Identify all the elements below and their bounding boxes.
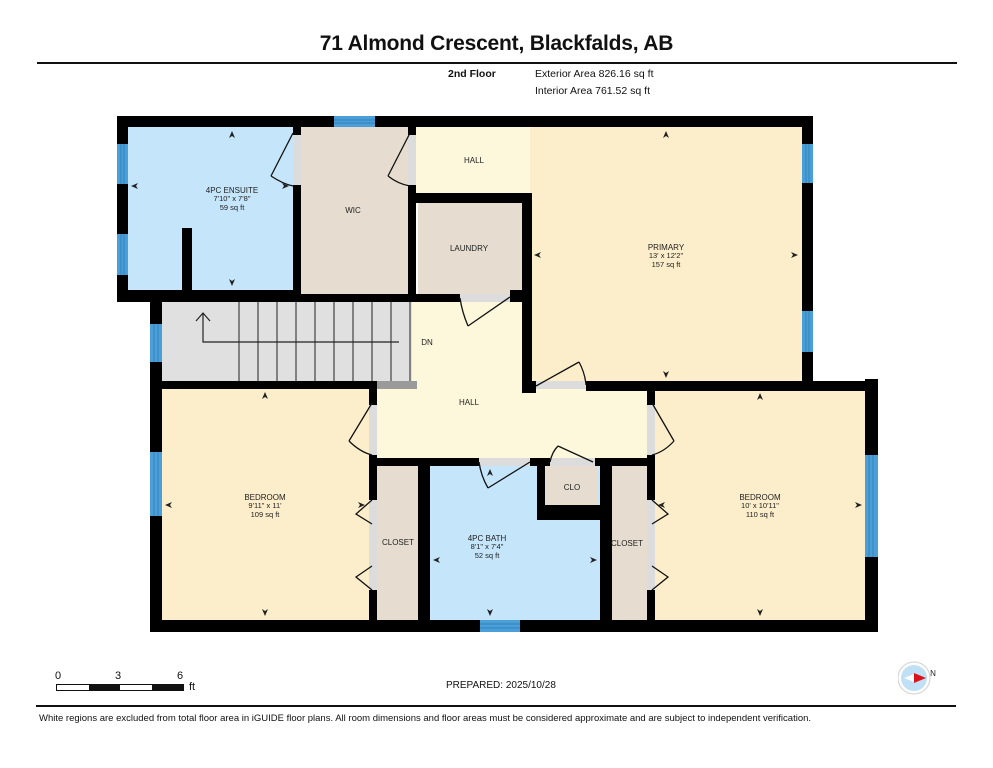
stair-landing-edge xyxy=(377,381,417,389)
scale-bar-graphic xyxy=(56,684,184,691)
primary-dims: 13' x 12'2" xyxy=(649,251,684,260)
scale-unit: ft xyxy=(189,681,196,693)
primary-area: 157 sq ft xyxy=(652,260,682,269)
footer-divider xyxy=(36,705,956,707)
window-primary-lower xyxy=(802,311,813,352)
interior-area: Interior Area 761.52 sq ft xyxy=(535,85,650,97)
bedroom-left-dims: 9'11" x 11' xyxy=(248,501,282,510)
window-bedroom-right xyxy=(865,455,878,557)
bedroom-right-area: 110 sq ft xyxy=(746,510,775,519)
floor-label: 2nd Floor xyxy=(448,68,496,80)
window-bedroom-left xyxy=(150,452,162,516)
bedroom-right-name: BEDROOM xyxy=(739,493,781,502)
stair-direction-arrow-icon xyxy=(195,312,399,343)
ensuite-name: 4PC ENSUITE xyxy=(206,186,258,195)
bath-name: 4PC BATH xyxy=(468,534,507,543)
room-bedroom-right[interactable] xyxy=(655,390,865,620)
scale-tick-3: 3 xyxy=(115,670,122,682)
header-divider xyxy=(37,62,957,64)
window-wic xyxy=(334,116,375,127)
hall-top-name: HALL xyxy=(464,156,485,165)
prepared-date: PREPARED: 2025/10/28 xyxy=(446,680,556,691)
scale-tick-0: 0 xyxy=(55,670,62,682)
room-hall-dn[interactable] xyxy=(412,300,522,390)
windows xyxy=(117,116,878,632)
primary-name: PRIMARY xyxy=(648,243,685,252)
room-clo[interactable] xyxy=(545,465,598,505)
room-closet-left[interactable] xyxy=(377,465,418,620)
room-bedroom-left[interactable] xyxy=(161,389,371,620)
bath-area: 52 sq ft xyxy=(475,551,501,560)
clo-name: CLO xyxy=(564,483,580,492)
room-primary[interactable] xyxy=(530,127,802,381)
ensuite-area: 59 sq ft xyxy=(220,203,246,212)
property-address-title: 71 Almond Crescent, Blackfalds, AB xyxy=(319,32,674,55)
window-primary-upper xyxy=(802,144,813,183)
bedroom-right-dims: 10' x 10'11" xyxy=(741,501,779,510)
room-hall-mid[interactable] xyxy=(374,388,650,458)
window-ensuite-lower xyxy=(117,234,128,275)
window-bath xyxy=(480,620,520,632)
closet-left-name: CLOSET xyxy=(382,538,414,547)
compass-icon: N xyxy=(897,661,936,695)
stairs-dn-label: DN xyxy=(421,338,433,347)
hall-mid-name: HALL xyxy=(459,398,480,407)
window-mullions xyxy=(120,119,874,629)
bedroom-left-area: 109 sq ft xyxy=(251,510,281,519)
exterior-area: Exterior Area 826.16 sq ft xyxy=(535,68,654,80)
room-laundry[interactable] xyxy=(418,203,522,294)
closet-right-name: CLOSET xyxy=(611,539,643,548)
ensuite-dims: 7'10" x 7'8" xyxy=(214,194,251,203)
compass-north-label: N xyxy=(930,669,936,678)
window-ensuite-upper xyxy=(117,144,128,184)
bath-dims: 8'1" x 7'4" xyxy=(471,542,504,551)
room-closet-right[interactable] xyxy=(612,465,648,620)
bedroom-left-name: BEDROOM xyxy=(244,493,286,502)
laundry-name: LAUNDRY xyxy=(450,244,489,253)
scale-tick-6: 6 xyxy=(177,670,184,682)
room-wic[interactable] xyxy=(300,127,408,294)
window-stairs xyxy=(150,324,162,362)
disclaimer-text: White regions are excluded from total fl… xyxy=(39,713,812,724)
room-hall-top[interactable] xyxy=(415,127,531,193)
wic-name: WIC xyxy=(345,206,361,215)
dimension-arrow-icons xyxy=(131,131,862,616)
walls xyxy=(117,116,878,632)
room-ensuite[interactable] xyxy=(128,127,293,290)
north-compass: N xyxy=(897,660,938,696)
doors[interactable] xyxy=(270,132,675,591)
